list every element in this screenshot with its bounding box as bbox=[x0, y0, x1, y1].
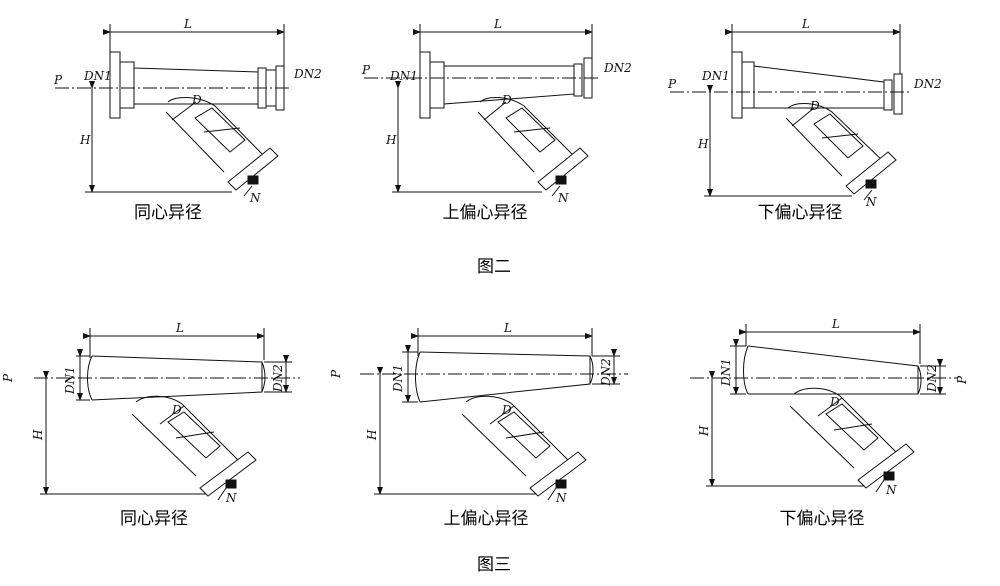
fig3-concentric-d-label: D bbox=[171, 403, 182, 417]
fig2-eccentric-bottom-d-label: D bbox=[809, 99, 820, 113]
fig3-eccentric-top-d-label: D bbox=[501, 403, 512, 417]
fig3-eccentric-bottom-length-label: L bbox=[831, 317, 840, 331]
fig3-eccentric-top-dn1-label: DN1 bbox=[391, 364, 405, 393]
fig2-eccentric-top-length-label: L bbox=[493, 17, 502, 31]
fig2-eccentric-top-d-label: D bbox=[501, 93, 512, 107]
fig3-eccentric-top-dn2-label: DN2 bbox=[599, 358, 613, 387]
fig3-eccentric-top-caption: 上偏心异径 bbox=[444, 509, 529, 529]
fig3-eccentric-top-n-label: N bbox=[555, 491, 567, 505]
fig2-eccentric-top-height-label: H bbox=[385, 133, 397, 147]
fig2-eccentric-bottom-flow-label: P bbox=[667, 77, 677, 91]
figure2-caption: 图二 bbox=[477, 257, 511, 277]
fig2-eccentric-bottom-caption: 下偏心异径 bbox=[758, 203, 843, 223]
fig2-concentric-dn1-label: DN1 bbox=[83, 69, 112, 83]
fig3-concentric-length-label: L bbox=[175, 321, 184, 335]
fig2-eccentric-bottom-panel bbox=[670, 24, 912, 201]
fig3-eccentric-bottom-n-label: N bbox=[885, 483, 897, 497]
fig2-concentric-caption: 同心异径 bbox=[134, 203, 202, 223]
fig3-concentric-caption: 同心异径 bbox=[120, 509, 188, 529]
figure3-caption: 图三 bbox=[477, 555, 511, 575]
fig3-concentric-panel bbox=[34, 328, 300, 501]
fig2-concentric-length-label: L bbox=[183, 17, 192, 31]
fig2-concentric-height-label: H bbox=[79, 133, 91, 147]
fig3-eccentric-bottom-height-label: H bbox=[697, 425, 711, 437]
fig2-eccentric-top-n-label: N bbox=[557, 191, 569, 205]
fig3-eccentric-top-flow-label: P bbox=[329, 369, 343, 379]
fig3-concentric-n-label: N bbox=[225, 491, 237, 505]
fig3-concentric-flow-label: P bbox=[1, 373, 15, 383]
fig3-eccentric-top-length-label: L bbox=[503, 321, 512, 335]
fig3-eccentric-bottom-flow-label: P bbox=[955, 375, 969, 385]
fig3-eccentric-bottom-d-label: D bbox=[829, 395, 840, 409]
fig3-eccentric-top-height-label: H bbox=[365, 429, 379, 441]
fig2-eccentric-bottom-n-label: N bbox=[865, 195, 877, 209]
fig2-eccentric-top-flow-label: P bbox=[361, 63, 371, 77]
fig2-eccentric-bottom-height-label: H bbox=[697, 137, 709, 151]
fig2-eccentric-top-caption: 上偏心异径 bbox=[443, 203, 528, 223]
fig2-concentric-panel bbox=[55, 24, 290, 197]
fig2-eccentric-bottom-dn1-label: DN1 bbox=[701, 69, 730, 83]
fig3-concentric-dn1-label: DN1 bbox=[63, 366, 77, 395]
fig2-concentric-flow-label: P bbox=[53, 73, 63, 87]
fig2-eccentric-top-dn2-label: DN2 bbox=[603, 61, 632, 75]
fig3-concentric-height-label: H bbox=[31, 429, 45, 441]
fig2-concentric-n-label: N bbox=[249, 191, 261, 205]
fig2-eccentric-top-dn1-label: DN1 bbox=[389, 69, 418, 83]
fig3-concentric-dn2-label: DN2 bbox=[271, 364, 285, 393]
fig3-eccentric-bottom-caption: 下偏心异径 bbox=[780, 509, 865, 529]
fig3-eccentric-top-panel bbox=[360, 328, 628, 501]
fig2-eccentric-bottom-dn2-label: DN2 bbox=[913, 77, 942, 91]
fig3-eccentric-bottom-panel bbox=[690, 324, 958, 493]
fig2-eccentric-top-panel bbox=[364, 24, 600, 197]
fig2-concentric-d-label: D bbox=[191, 93, 202, 107]
fig2-concentric-dn2-label: DN2 bbox=[293, 67, 322, 81]
fig3-eccentric-bottom-dn2-label: DN2 bbox=[925, 364, 939, 393]
fig3-eccentric-bottom-dn1-label: DN1 bbox=[719, 358, 733, 387]
fig2-eccentric-bottom-length-label: L bbox=[801, 17, 810, 31]
